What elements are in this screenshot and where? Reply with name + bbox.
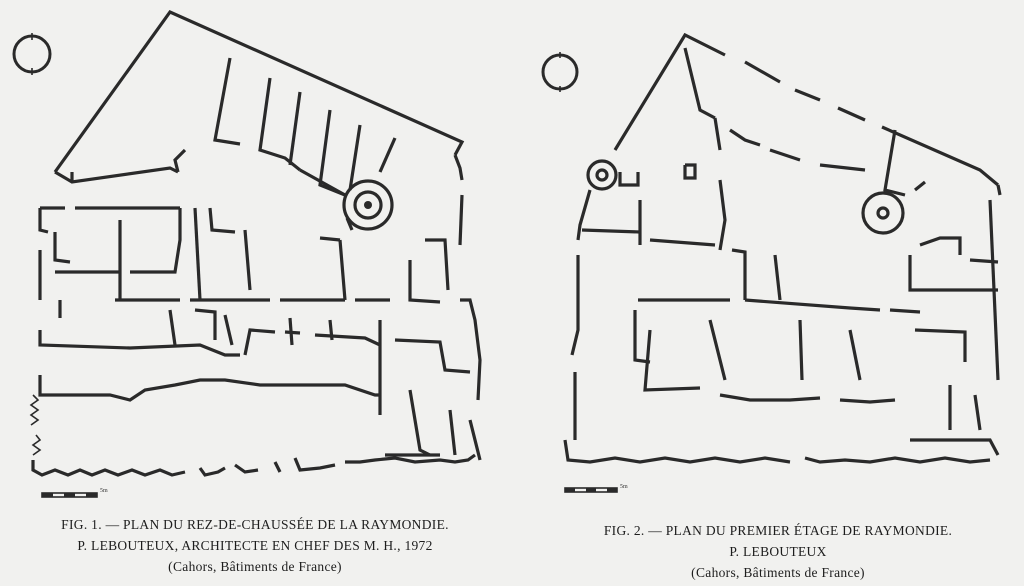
scale-bar-icon	[564, 487, 618, 493]
first-floor-plan	[541, 32, 1002, 493]
north-arrow-icon	[541, 52, 579, 92]
main-body	[38, 206, 482, 461]
caption-title: FIG. 1. — PLAN DU REZ-DE-CHAUSSÉE DE LA …	[61, 517, 449, 532]
figure-1-caption: FIG. 1. — PLAN DU REZ-DE-CHAUSSÉE DE LA …	[10, 514, 500, 577]
stair-tower-left	[586, 159, 618, 191]
caption-source: (Cahors, Bâtiments de France)	[691, 565, 865, 580]
upper-wing	[53, 10, 465, 246]
upper-range	[613, 32, 1002, 197]
lower-facade	[563, 439, 991, 464]
caption-author: P. LEBOUTEUX, ARCHITECTE EN CHEF DES M. …	[77, 538, 433, 553]
north-arrow-icon	[12, 33, 52, 75]
scale-label-2: 5m	[620, 484, 628, 490]
figure-2-caption: FIG. 2. — PLAN DU PREMIER ÉTAGE DE RAYMO…	[548, 520, 1008, 583]
caption-author: P. LEBOUTEUX	[729, 544, 827, 559]
scale-bar-icon	[41, 492, 98, 498]
stair-tower	[342, 179, 394, 231]
caption-title: FIG. 2. — PLAN DU PREMIER ÉTAGE DE RAYMO…	[603, 523, 953, 538]
scale-label-1: 5m	[100, 488, 108, 494]
main-body	[570, 163, 1000, 456]
caption-source: (Cahors, Bâtiments de France)	[168, 559, 342, 574]
lower-facade	[29, 394, 476, 477]
stair-tower-right	[861, 191, 905, 235]
ground-floor-plan	[12, 10, 482, 498]
